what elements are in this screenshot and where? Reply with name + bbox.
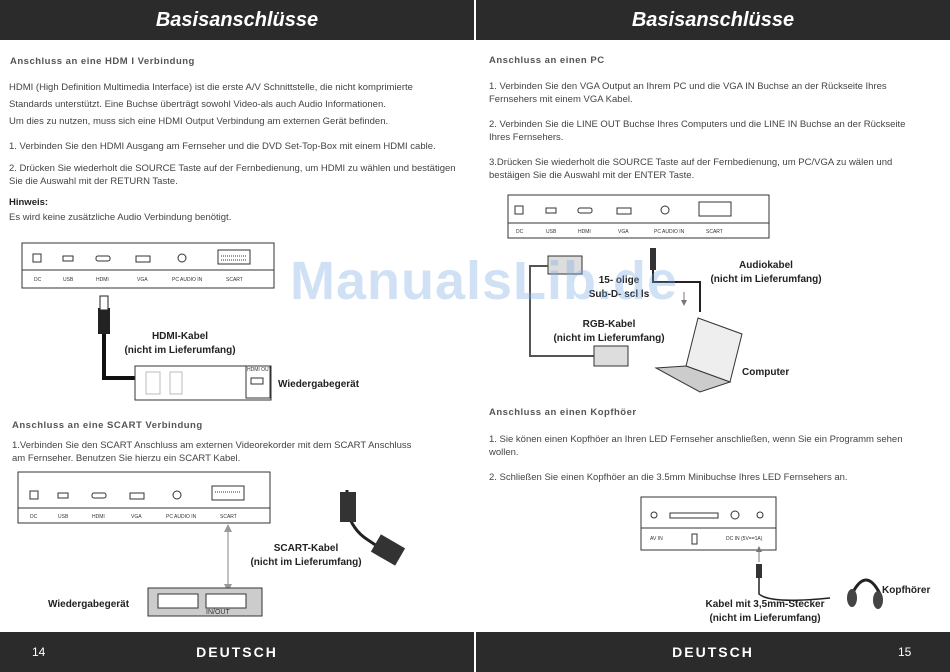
svg-text:SCART: SCART: [226, 277, 243, 283]
hdmi-intro-1: HDMI (High Definition Multimedia Interfa…: [9, 82, 413, 93]
computer-label: Computer: [742, 367, 790, 378]
left-header: Basisanschlüsse: [0, 0, 474, 40]
svg-text:SCART: SCART: [220, 514, 237, 520]
right-page-title: Basisanschlüsse: [631, 9, 795, 31]
note-title: Hinweis:: [9, 197, 49, 208]
hdmi-intro-3: Um dies zu nutzen, muss sich eine HDMI O…: [9, 116, 389, 127]
tv-side-panel-headphone: [640, 496, 777, 551]
svg-text:DC IN (5V==1A): DC IN (5V==1A): [726, 536, 763, 542]
vga-cable: [529, 255, 629, 367]
headphone-step-2: 2. Schließen Sie einen Kopfhöer an die 3…: [489, 472, 848, 483]
hdmi-heading: Anschluss an eine HDM I Verbindung: [10, 56, 195, 67]
hdmi-step-1: 1. Verbinden Sie den HDMI Ausgang am Fer…: [9, 141, 436, 152]
laptop: [654, 317, 743, 393]
svg-text:DC: DC: [34, 277, 42, 283]
hdmi-step-2a: 2. Drücken Sie wiederholt die SOURCE Tas…: [9, 163, 456, 174]
svg-text:VGA: VGA: [618, 229, 629, 235]
scart-step-1b: am Fernseher. Benutzen Sie hierzu ein SC…: [12, 453, 241, 464]
tv-back-panel-scart: [17, 471, 271, 524]
left-footer: 14 DEUTSCH: [0, 632, 474, 672]
headphone-label: Kopfhörer: [882, 585, 931, 596]
hdmi-intro-2: Standards unterstützt. Eine Buchse übert…: [9, 99, 386, 110]
hdmi-cable-label: HDMI-Kabel (nicht im Lieferumfang): [124, 331, 236, 356]
headphone-step-1b: wollen.: [489, 447, 519, 458]
svg-text:VGA: VGA: [131, 514, 142, 520]
note-text: Es wird keine zusätzliche Audio Verbindu…: [9, 212, 232, 223]
scart-cable: [340, 490, 406, 566]
svg-text:HDMI: HDMI: [92, 514, 105, 520]
playback-device-hdmi: [134, 365, 272, 401]
scart-playback-label: Wiedergabegerät: [48, 599, 130, 610]
scart-step-1a: 1.Verbinden Sie den SCART Anschluss am e…: [12, 440, 412, 451]
headphone-cable-label: Kabel mit 3,5mm-Stecker (nicht im Liefer…: [705, 599, 825, 624]
port-labels: DC USB HDMI VGA PC AUDIO IN SCART DC USB…: [30, 229, 763, 616]
left-page-number: 14: [32, 645, 46, 659]
pc-step-2a: 2. Verbinden Sie die LINE OUT Buchse Ihr…: [489, 119, 906, 130]
pc-step-3b: bestäigen Sie die Auswahl mit der ENTER …: [489, 170, 695, 181]
audio-cable: [650, 248, 701, 312]
tv-back-panel-hdmi: [21, 242, 275, 289]
right-language-label: DEUTSCH: [672, 644, 754, 660]
svg-text:HDMI: HDMI: [96, 277, 109, 283]
pc-step-3a: 3.Drücken Sie wiederholt die SOURCE Tast…: [489, 157, 893, 168]
svg-text:USB: USB: [63, 277, 74, 283]
rgb-cable-label: RGB-Kabel (nicht im Lieferumfang): [553, 319, 665, 344]
svg-text:DC: DC: [30, 514, 38, 520]
svg-text:HDMI OUT: HDMI OUT: [247, 367, 272, 373]
svg-text:VGA: VGA: [137, 277, 148, 283]
tv-back-panel-pc: [507, 194, 770, 239]
scart-heading: Anschluss an eine SCART Verbindung: [12, 420, 203, 431]
svg-text:HDMI: HDMI: [578, 229, 591, 235]
svg-text:PC AUDIO IN: PC AUDIO IN: [172, 277, 203, 283]
right-footer: DEUTSCH 15: [476, 632, 950, 672]
scart-cable-label: SCART-Kabel (nicht im Lieferumfang): [250, 543, 362, 568]
svg-text:DC: DC: [516, 229, 524, 235]
svg-text:SCART: SCART: [706, 229, 723, 235]
headphone-step-1a: 1. Sie könen einen Kopfhöer an Ihren LED…: [489, 434, 903, 445]
vga-connector-label: 15- olige Sub-D- scl ls: [588, 275, 650, 300]
headphone-heading: Anschluss an einen Kopfhöer: [489, 407, 637, 418]
svg-text:PC AUDIO IN: PC AUDIO IN: [166, 514, 197, 520]
svg-text:IN/OUT: IN/OUT: [206, 609, 230, 616]
headphone-cable: [756, 546, 831, 601]
pc-step-2b: Ihres Fernsehers.: [489, 132, 564, 143]
pc-step-1a: 1. Verbinden Sie den VGA Output an Ihrem…: [489, 81, 887, 92]
left-page-title: Basisanschlüsse: [155, 9, 319, 31]
scart-connection-arrows: [224, 524, 232, 592]
pc-step-1b: Fernsehers mit einem VGA Kabel.: [489, 94, 633, 105]
vcr-device: [147, 587, 263, 617]
svg-text:AV IN: AV IN: [650, 536, 663, 542]
svg-text:PC AUDIO IN: PC AUDIO IN: [654, 229, 685, 235]
right-page-number: 15: [898, 645, 912, 659]
headphones: [847, 578, 883, 609]
watermark: ManualsLib.de: [290, 251, 679, 311]
audio-cable-label: Audiokabel (nicht im Lieferumfang): [710, 260, 822, 285]
right-header: Basisanschlüsse: [476, 0, 950, 40]
hdmi-step-2b: Sie die Auswahl mit der RETURN Taste.: [9, 176, 178, 187]
svg-text:USB: USB: [546, 229, 557, 235]
left-language-label: DEUTSCH: [196, 644, 278, 660]
pc-heading: Anschluss an einen PC: [489, 55, 605, 66]
svg-text:USB: USB: [58, 514, 69, 520]
hdmi-playback-label: Wiedergabegerät: [278, 379, 360, 390]
